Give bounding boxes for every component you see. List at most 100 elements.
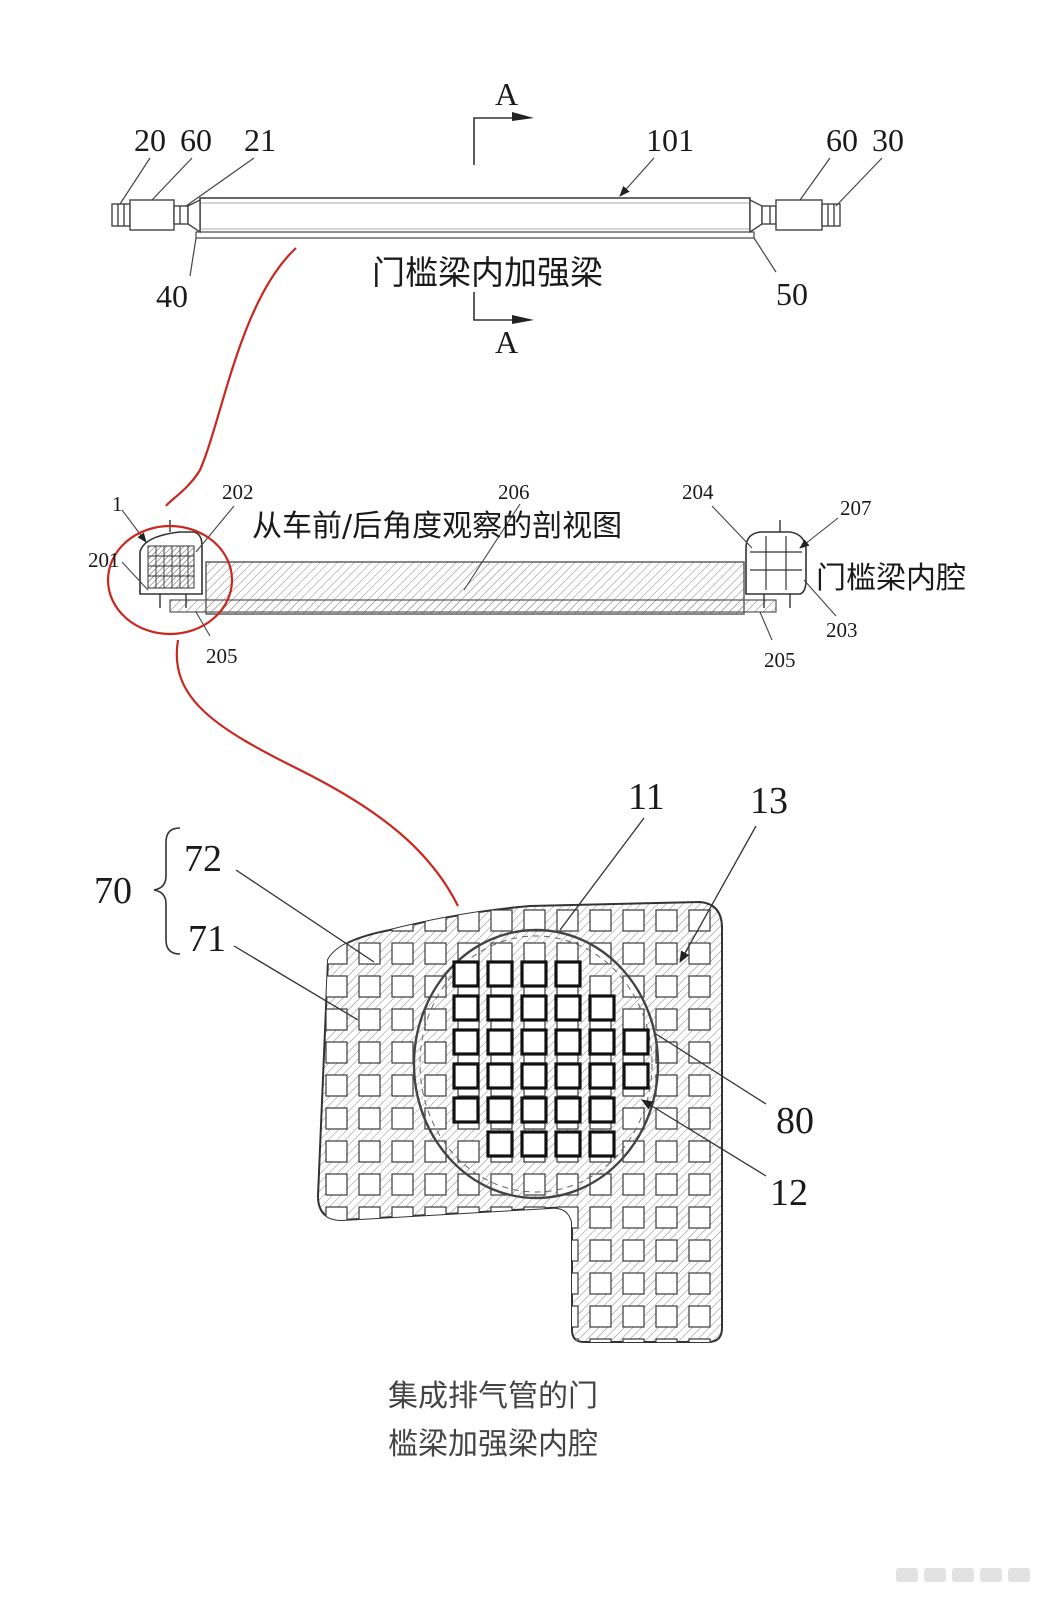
lattice-cell: [556, 1206, 579, 1229]
lattice-cell: [523, 1239, 546, 1262]
lattice-cell: [490, 1206, 513, 1229]
lattice-cell: [721, 1272, 722, 1295]
lattice-cell: [688, 1041, 711, 1064]
lattice-cell: [457, 1272, 480, 1295]
exhaust-pipe-circle: [412, 928, 660, 1200]
lattice-cell: [424, 1239, 447, 1262]
brace-icon: [153, 827, 181, 955]
lattice-cell: [688, 1305, 711, 1328]
lattice-cell: [655, 1173, 678, 1196]
lattice-cell: [556, 1305, 579, 1328]
label-203: 203: [826, 618, 858, 642]
lattice-cell: [655, 1074, 678, 1097]
exhaust-channel-cell: [554, 1096, 582, 1124]
exhaust-channel-cell: [588, 1130, 616, 1158]
exhaust-channel-cell: [554, 960, 582, 988]
lattice-cell: [457, 1338, 480, 1342]
lattice-cell: [556, 1338, 579, 1342]
label-50: 50: [776, 276, 808, 312]
label-205-left: 205: [206, 644, 238, 668]
lattice-cell: [721, 909, 722, 932]
lattice-cell: [589, 975, 612, 998]
lattice-cell: [721, 942, 722, 965]
lattice-cell: [325, 1338, 348, 1342]
lattice-cell: [655, 909, 678, 932]
label-30: 30: [872, 122, 904, 158]
label-12: 12: [770, 1172, 808, 1214]
lattice-cell: [424, 1272, 447, 1295]
lattice-cell: [655, 1008, 678, 1031]
lattice-cell: [655, 1206, 678, 1229]
exhaust-channel-cell: [622, 1028, 650, 1056]
lattice-cell: [688, 975, 711, 998]
exhaust-channel-cell: [520, 1028, 548, 1056]
section-arrow-icon: [473, 292, 534, 324]
lattice-cell: [424, 1305, 447, 1328]
lattice-cell: [589, 1239, 612, 1262]
lattice-cell: [523, 1173, 546, 1196]
lattice-cell: [391, 1305, 414, 1328]
lattice-cell: [424, 1338, 447, 1342]
lattice-cell: [622, 1140, 645, 1163]
cavity-caption: 门槛梁内腔: [816, 561, 966, 596]
lattice-cell: [589, 1338, 612, 1342]
exhaust-channel-cell: [588, 1028, 616, 1056]
exhaust-channel-cell: [452, 1096, 480, 1124]
lattice-cell: [622, 942, 645, 965]
lattice-cell: [721, 1008, 722, 1031]
lattice-cell: [424, 1206, 447, 1229]
lattice-cell: [391, 942, 414, 965]
lattice-cell: [556, 1239, 579, 1262]
lattice-cell: [655, 1041, 678, 1064]
lattice-cell: [523, 909, 546, 932]
lattice-cell: [622, 1206, 645, 1229]
lattice-cell: [688, 1206, 711, 1229]
lattice-cell: [655, 1239, 678, 1262]
lattice-cell: [424, 1173, 447, 1196]
leader-arrow-icon: [799, 517, 839, 549]
lattice-cell: [358, 1140, 381, 1163]
label-207: 207: [840, 496, 872, 520]
lattice-cell: [358, 1041, 381, 1064]
exhaust-channel-cell: [452, 1062, 480, 1090]
label-11: 11: [628, 776, 665, 818]
lattice-cell: [358, 975, 381, 998]
label-101: 101: [646, 122, 694, 158]
lattice-cell: [325, 1008, 348, 1031]
exhaust-channel-cell: [520, 1062, 548, 1090]
reinforcement-beam-body: [199, 197, 751, 235]
lattice-cell: [325, 1305, 348, 1328]
lattice-cell: [655, 1140, 678, 1163]
lattice-cell: [622, 1305, 645, 1328]
label-13: 13: [750, 780, 788, 822]
exhaust-channel-cell: [486, 994, 514, 1022]
label-1: 1: [112, 492, 123, 516]
right-cavity-profile: [745, 531, 807, 595]
lattice-cell: [523, 1305, 546, 1328]
section-view: [121, 503, 839, 641]
lattice-cell: [655, 1272, 678, 1295]
label-201: 201: [88, 548, 120, 572]
lattice-cell: [721, 1305, 722, 1328]
exhaust-channel-cell: [520, 1130, 548, 1158]
lattice-cell: [424, 1008, 447, 1031]
lattice-cell: [457, 1239, 480, 1262]
lattice-cell: [589, 909, 612, 932]
highlight-connector-upper: [165, 247, 297, 507]
right-end-fitting: [749, 198, 841, 234]
leader-arrow-icon: [641, 1099, 767, 1177]
lattice-cell: [688, 942, 711, 965]
lattice-cell: [721, 1239, 722, 1262]
lattice-cell: [490, 1239, 513, 1262]
lattice-cell: [523, 1338, 546, 1342]
highlight-connector-lower: [175, 639, 459, 907]
lattice-cell: [688, 1239, 711, 1262]
lattice-cell: [655, 942, 678, 965]
lattice-cell: [325, 942, 348, 965]
label-206: 206: [498, 480, 530, 504]
lattice-cell: [391, 1107, 414, 1130]
exhaust-channel-cell: [554, 1028, 582, 1056]
label-70: 70: [94, 870, 132, 912]
leader-arrow-icon: [121, 509, 147, 543]
